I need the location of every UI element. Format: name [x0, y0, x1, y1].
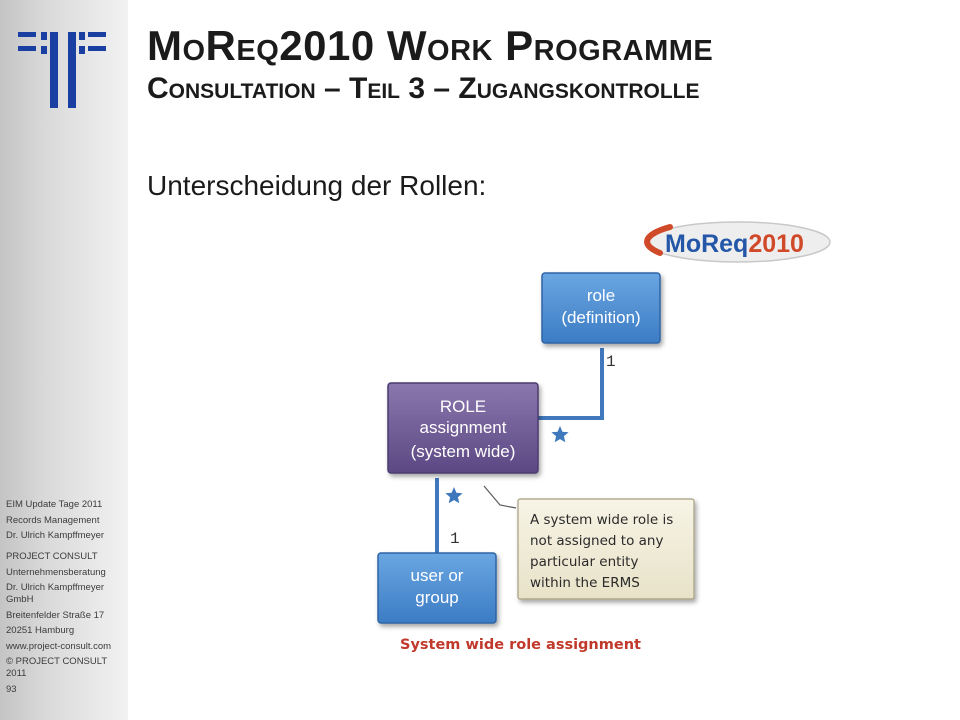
user-box-line2: group: [415, 588, 458, 607]
company-website[interactable]: www.project-consult.com: [6, 640, 112, 652]
role-assignment-box: [387, 382, 539, 474]
connector-lines: [435, 348, 604, 553]
project-consult-logo: [18, 32, 106, 108]
assignment-box-line1: ROLE: [440, 397, 486, 416]
company-city: 20251 Hamburg: [6, 625, 75, 636]
note-line3: particular entity: [530, 554, 638, 570]
speaker-name: Dr. Ulrich Kampffmeyer: [6, 530, 105, 541]
role-box-line2: (definition): [561, 308, 640, 327]
user-box-line1: user or: [411, 566, 464, 585]
moreq2010-logo: MoReq2010: [644, 221, 831, 263]
note-line4: within the ERMS: [530, 575, 640, 591]
company-street: Breitenfelder Straße 17: [6, 609, 105, 621]
role-assignment-diagram: MoReq2010 role (definition) ROLE assignm…: [377, 221, 831, 653]
assignment-box-line2: assignment: [420, 418, 507, 437]
user-group-box: [377, 552, 497, 624]
event-name: EIM Update Tage 2011: [6, 499, 103, 510]
company-subtitle: Unternehmensberatung: [6, 566, 106, 578]
note-line2: not assigned to any: [530, 533, 663, 549]
star-icon: [551, 426, 569, 443]
svg-text:MoReq2010: MoReq2010: [665, 230, 804, 258]
role-definition-box: [541, 272, 661, 344]
page-number: 93: [6, 683, 17, 695]
multiplicity-bottom-label: 1: [450, 530, 460, 548]
diagram-caption: System wide role assignment: [400, 637, 641, 653]
copyright: © PROJECT CONSULT 2011: [6, 656, 107, 679]
logo-text-moreq: MoReq: [665, 230, 748, 258]
callout-pointer: [483, 485, 517, 509]
company-name: PROJECT CONSULT: [6, 551, 98, 562]
note-box: [517, 498, 695, 600]
assignment-box-line3: (system wide): [411, 442, 516, 461]
sidebar: EIM Update Tage 2011 Records Management …: [0, 0, 128, 720]
slide-subtitle: Unterscheidung der Rollen:: [147, 170, 487, 201]
multiplicity-top-label: 1: [606, 353, 616, 371]
star-icon: [445, 487, 463, 504]
sidebar-info: EIM Update Tage 2011 Records Management …: [6, 499, 128, 699]
logo-text-2010: 2010: [748, 230, 804, 258]
slide-title: MoReq2010 Work Programme: [147, 22, 714, 69]
event-topic: Records Management: [6, 514, 100, 526]
company-owner: Dr. Ulrich Kampffmeyer GmbH: [6, 582, 105, 605]
role-box-line1: role: [587, 286, 615, 305]
note-line1: A system wide role is: [530, 512, 673, 528]
slide-title-line-2: Consultation – Teil 3 – Zugangskontrolle: [147, 72, 700, 105]
